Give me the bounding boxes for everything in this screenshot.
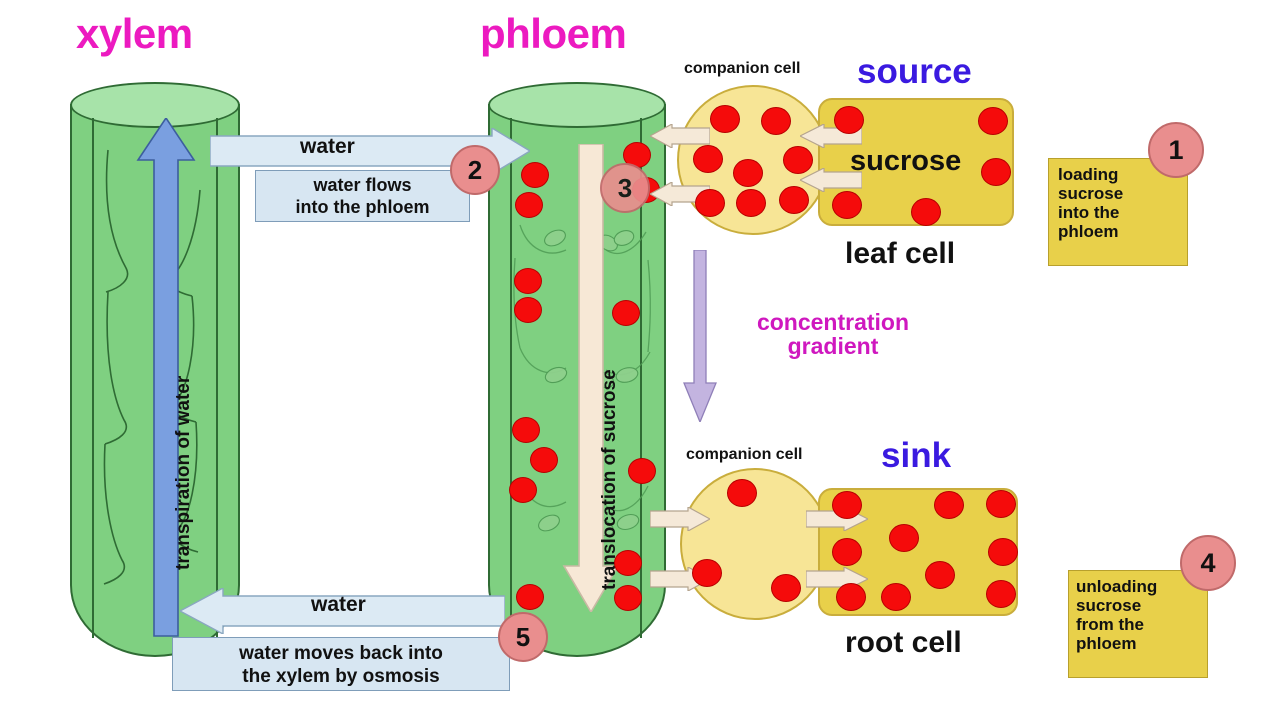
callout-line-2: into the phloem: [295, 196, 430, 217]
label-companion-cell-bottom: companion cell: [686, 446, 803, 463]
arrow-up-icon: [136, 118, 196, 637]
phloem-tube-top-ellipse: [488, 82, 666, 128]
sucrose-molecule: [512, 417, 540, 443]
callout-line: from the: [1076, 615, 1144, 635]
callout-line: phloem: [1058, 222, 1119, 242]
callout-water-moves-back-into-xylem: water moves back into the xylem by osmos…: [172, 637, 510, 691]
callout-line: unloading: [1076, 577, 1158, 596]
sucrose-molecule: [733, 159, 763, 187]
label-leaf-cell: leaf cell: [845, 237, 956, 270]
sucrose-molecule: [836, 583, 866, 611]
callout-box: [1068, 570, 1208, 678]
sucrose-molecule: [832, 191, 862, 219]
callout-line: sucrose: [1058, 184, 1124, 204]
step-badge-5[interactable]: 5: [498, 612, 548, 662]
step-badge-4[interactable]: 4: [1180, 535, 1236, 591]
callout-water-flows-into-phloem: water flows into the phloem: [255, 170, 470, 222]
sucrose-molecule: [761, 107, 791, 135]
sucrose-molecule: [779, 186, 809, 214]
sucrose-molecule: [911, 198, 941, 226]
sucrose-molecule: [832, 491, 862, 519]
sucrose-molecule: [614, 550, 642, 576]
label-transpiration-of-water: transpiration of water: [173, 375, 194, 570]
label-sink: sink: [881, 436, 952, 475]
callout-text-4: unloading sucrose from the phloem: [1068, 570, 1208, 653]
sucrose-molecule: [978, 107, 1008, 135]
callout-text-1: loading sucrose into the phloem: [1048, 158, 1188, 241]
sucrose-molecule: [881, 583, 911, 611]
sucrose-molecule: [783, 146, 813, 174]
sucrose-molecule: [530, 447, 558, 473]
sucrose-molecule: [710, 105, 740, 133]
sucrose-molecule: [514, 297, 542, 323]
label-water-top: water: [300, 135, 355, 158]
xylem-seam-left: [92, 118, 94, 638]
arrow-left-icon: [180, 588, 505, 634]
sucrose-molecule: [628, 458, 656, 484]
sucrose-molecule: [521, 162, 549, 188]
sucrose-molecule: [695, 189, 725, 217]
arrow-icon-phloem-out-1: [650, 507, 710, 531]
callout-line: into the: [1058, 203, 1120, 223]
callout-line-1: water moves back into: [239, 643, 443, 664]
sucrose-molecule: [509, 477, 537, 503]
callout-line: loading: [1058, 165, 1119, 184]
sucrose-molecule: [515, 192, 543, 218]
callout-line-2: the xylem by osmosis: [242, 665, 440, 687]
arrow-icon-cell-to-companion-top-2: [800, 168, 862, 192]
sucrose-molecule: [771, 574, 801, 602]
sucrose-molecule: [693, 145, 723, 173]
sucrose-molecule: [986, 490, 1016, 518]
arrow-icon-phloem-in-top-1: [650, 124, 710, 148]
sucrose-molecule: [727, 479, 757, 507]
page-title-xylem: xylem: [76, 10, 193, 57]
gradient-line-1: concentration: [756, 309, 910, 335]
sucrose-molecule: [516, 584, 544, 610]
phloem-seam-right: [640, 118, 642, 638]
sucrose-molecule: [612, 300, 640, 326]
step-badge-1[interactable]: 1: [1148, 122, 1204, 178]
callout-unloading-sucrose: unloading sucrose from the phloem: [1068, 570, 1208, 678]
sucrose-molecule: [925, 561, 955, 589]
xylem-seam-right: [216, 118, 218, 638]
arrow-down-icon-gradient: [683, 250, 717, 422]
step-badge-3[interactable]: 3: [600, 163, 650, 213]
xylem-tube-top-ellipse: [70, 82, 240, 128]
label-source: source: [857, 52, 972, 91]
sucrose-molecule: [692, 559, 722, 587]
sucrose-molecule: [736, 189, 766, 217]
label-concentration-gradient: concentration gradient: [718, 310, 948, 358]
label-sucrose: sucrose: [850, 145, 962, 177]
callout-line: sucrose: [1076, 596, 1142, 616]
sucrose-molecule: [889, 524, 919, 552]
label-root-cell: root cell: [845, 626, 962, 659]
label-water-bottom: water: [311, 593, 366, 616]
sucrose-molecule: [832, 538, 862, 566]
sucrose-molecule: [614, 585, 642, 611]
callout-line-1: water flows: [313, 175, 412, 195]
sucrose-molecule: [988, 538, 1018, 566]
page-title-phloem: phloem: [480, 10, 627, 57]
sucrose-molecule: [986, 580, 1016, 608]
sucrose-molecule: [981, 158, 1011, 186]
sucrose-molecule: [514, 268, 542, 294]
callout-line: phloem: [1076, 634, 1137, 654]
step-badge-2[interactable]: 2: [450, 145, 500, 195]
phloem-seam-left: [510, 118, 512, 638]
sucrose-molecule: [834, 106, 864, 134]
label-companion-cell-top: companion cell: [684, 60, 801, 77]
callout-loading-sucrose: loading sucrose into the phloem: [1048, 158, 1188, 266]
gradient-line-2: gradient: [787, 333, 879, 360]
sucrose-molecule: [934, 491, 964, 519]
